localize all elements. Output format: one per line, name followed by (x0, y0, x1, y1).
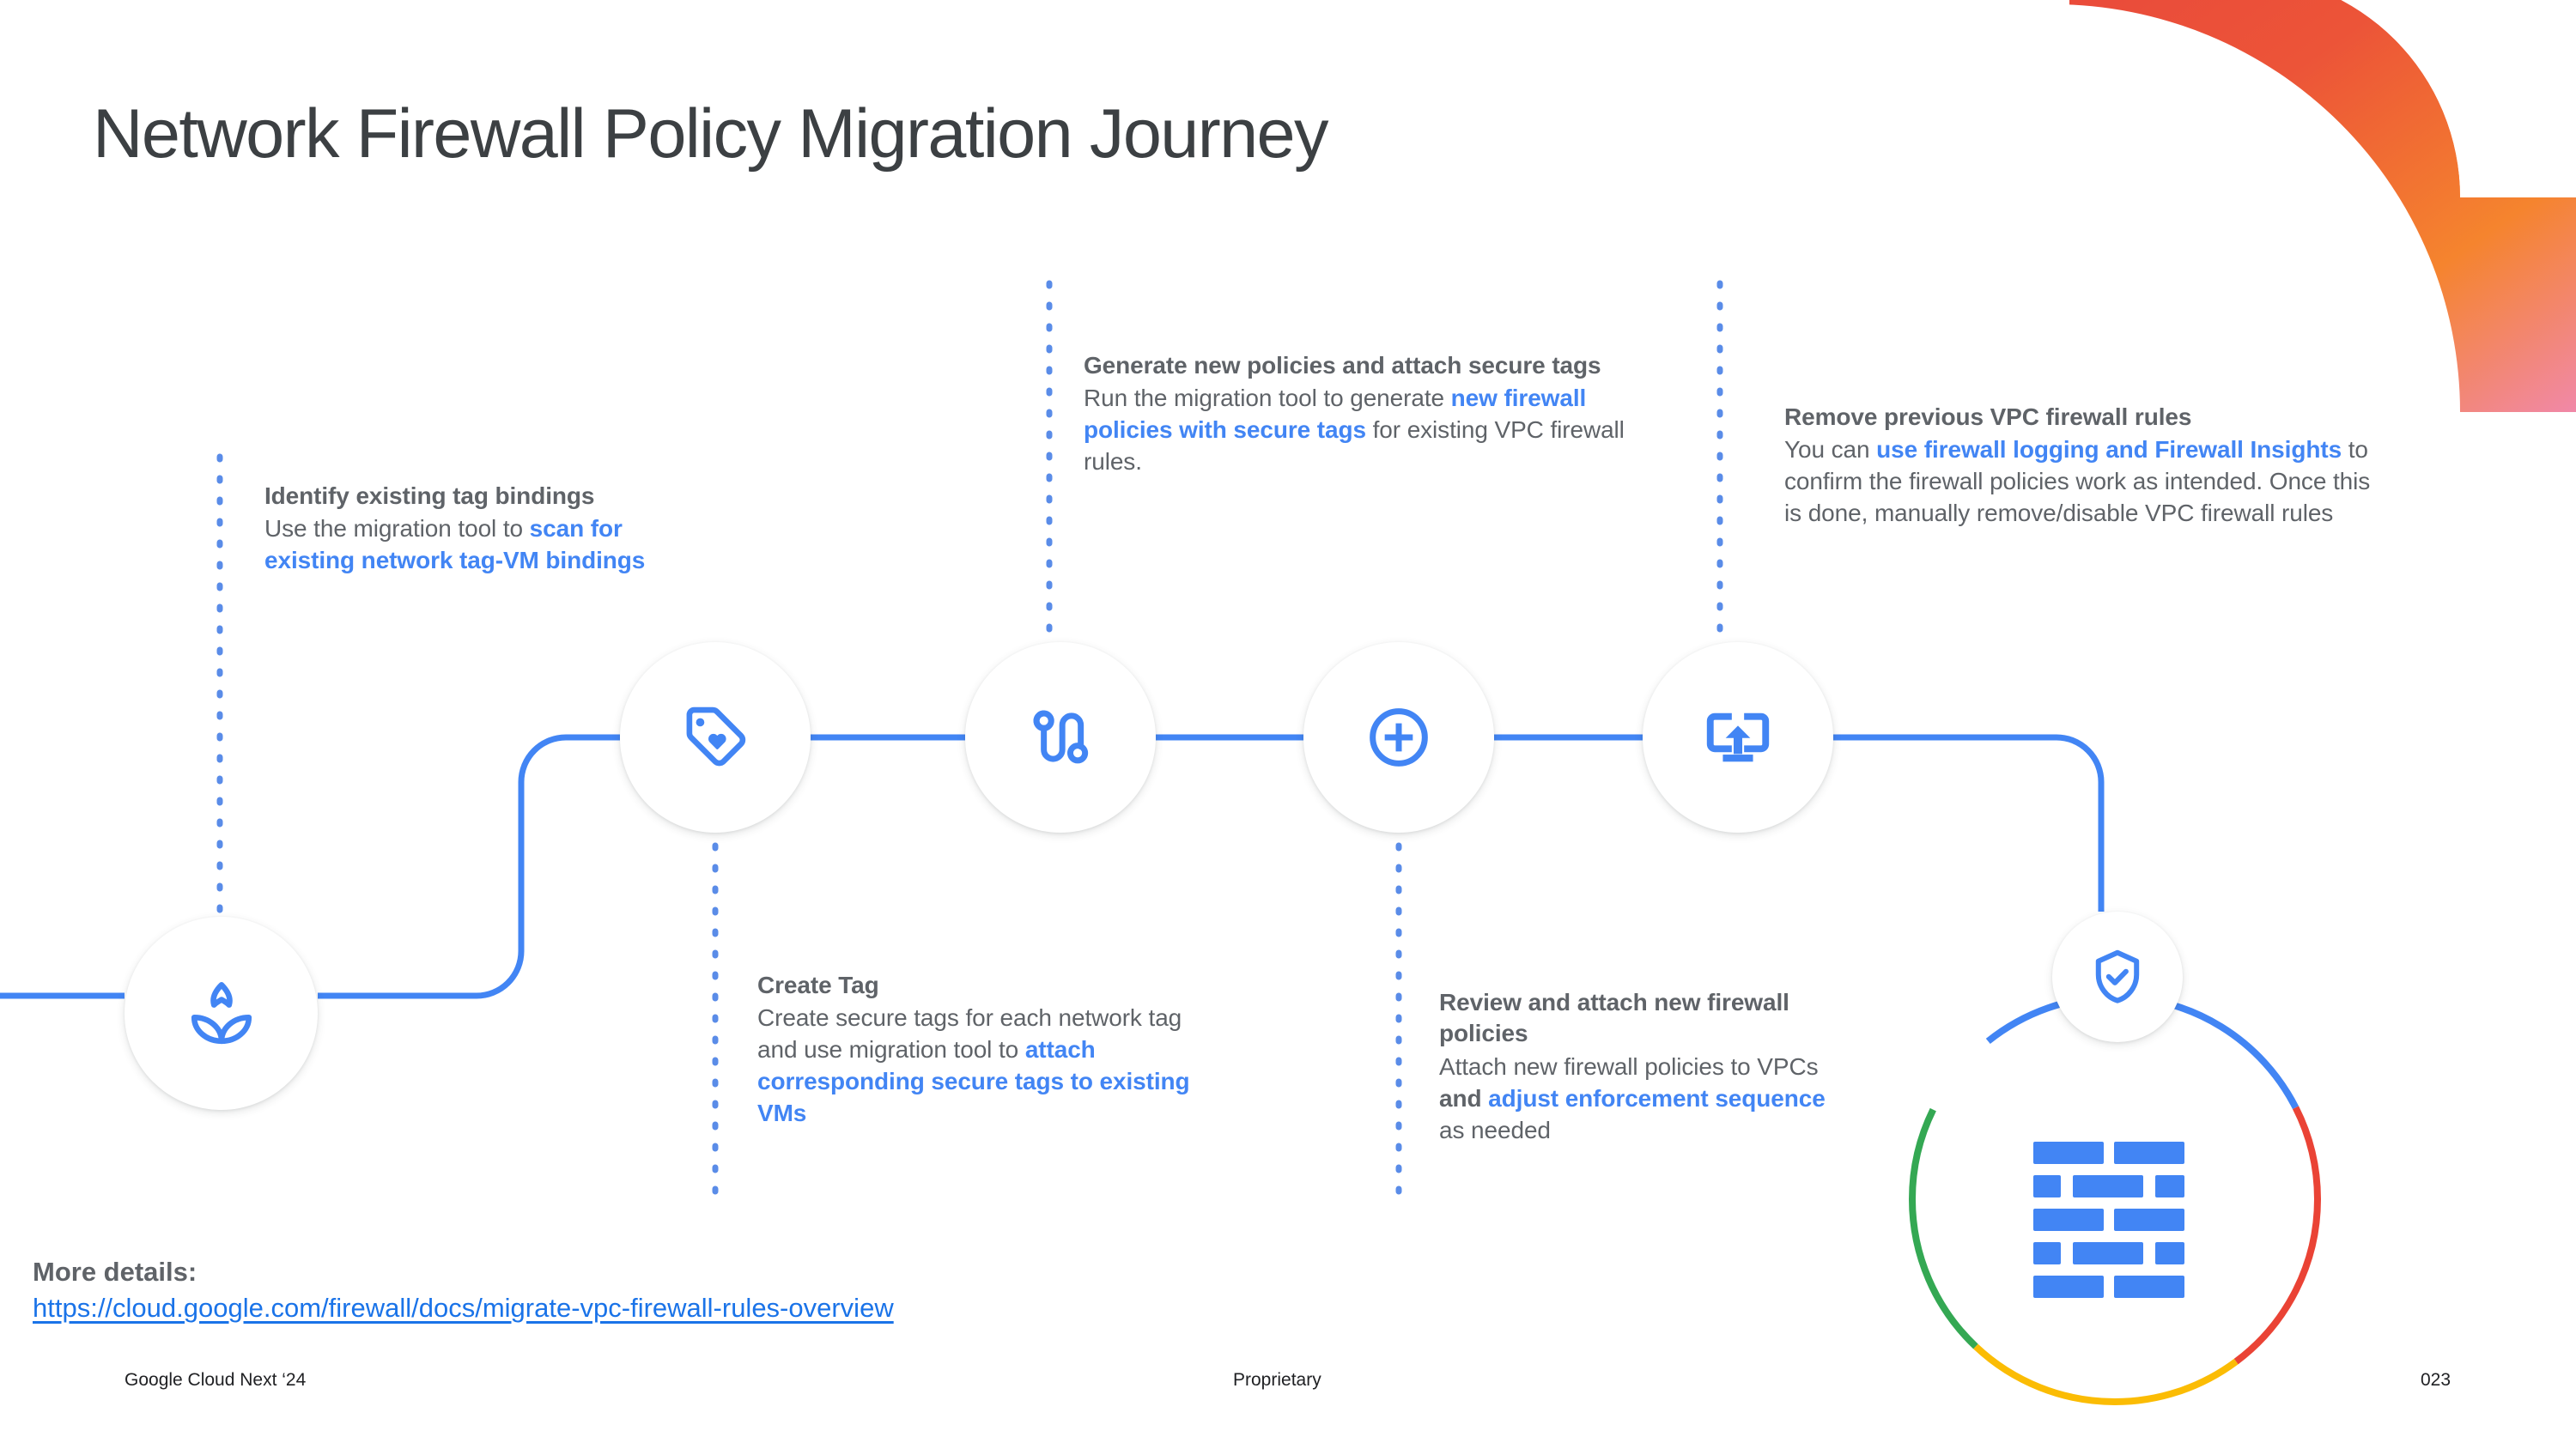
loyalty-tag-icon (678, 700, 752, 774)
more-details-label: More details: (33, 1257, 197, 1287)
step-heading: Identify existing tag bindings (264, 482, 595, 509)
body-plain-lead: Run the migration tool to generate (1084, 385, 1451, 412)
body-highlight: use firewall logging and Firewall Insigh… (1876, 436, 2342, 464)
body-highlight: new firewall policies with secure tags (1084, 385, 1587, 444)
connector-segment-end (1833, 734, 2105, 912)
step-body: Run the migration tool to generate new f… (1084, 383, 1650, 478)
node-identify-tag-bindings[interactable] (620, 642, 811, 833)
node-generate-policies[interactable] (1303, 642, 1494, 833)
body-highlight: adjust enforcement sequence (1488, 1084, 1826, 1112)
body-highlight: scan for existing network tag-VM binding… (264, 515, 646, 574)
present-to-all-icon (1701, 700, 1775, 774)
node-remove-previous-rules[interactable] (2052, 912, 2183, 1042)
step-heading: Remove previous VPC firewall rules (1784, 403, 2192, 430)
decorative-arc-graphic (2069, 0, 2576, 412)
footer-slide-number: 023 (2421, 1370, 2451, 1390)
body-plain-tail: for existing VPC firewall rules. (1084, 416, 1625, 476)
step-heading: Review and attach new firewall policies (1439, 989, 1789, 1047)
body-plain-lead: You can (1784, 436, 1877, 464)
body-highlight: attach corresponding secure tags to exis… (757, 1036, 1190, 1127)
footer-event-label: Google Cloud Next ‘24 (125, 1370, 307, 1390)
node-start[interactable] (125, 917, 318, 1110)
lotus-icon (182, 974, 261, 1053)
body-plain-tail: to confirm the firewall policies work as… (1784, 436, 2371, 527)
text-block-review: Review and attach new firewall policies … (1439, 987, 1834, 1147)
shield-check-icon (2087, 946, 2148, 1008)
end-state-google-ring (1905, 989, 2325, 1410)
page-title: Network Firewall Policy Migration Journe… (93, 95, 1328, 173)
more-details: More details: https://cloud.google.com/f… (33, 1257, 894, 1324)
route-curve-icon (1024, 700, 1097, 774)
node-review-attach[interactable] (1643, 642, 1833, 833)
connector-segment-riser (318, 734, 620, 999)
body-plain-lead: Create secure tags for each network tag … (757, 1004, 1182, 1064)
firewall-brick-icon (2033, 1142, 2184, 1298)
footer-confidentiality: Proprietary (1233, 1370, 1321, 1390)
step-body: You can use firewall logging and Firewal… (1784, 434, 2385, 530)
text-block-generate: Generate new policies and attach secure … (1084, 350, 1650, 478)
body-plain-tail: as needed (1439, 1116, 1551, 1143)
step-heading: Generate new policies and attach secure … (1084, 352, 1601, 379)
body-plain-lead: Use the migration tool to (264, 515, 530, 543)
plus-circle-icon (1364, 703, 1433, 772)
body-bold: and (1439, 1084, 1489, 1112)
node-create-tag[interactable] (965, 642, 1156, 833)
step-body: Create secure tags for each network tag … (757, 1003, 1204, 1130)
step-heading: Create Tag (757, 972, 879, 998)
text-block-create-tag: Create Tag Create secure tags for each n… (757, 970, 1204, 1130)
text-block-identify: Identify existing tag bindings Use the m… (264, 481, 694, 577)
step-body: Attach new firewall policies to VPCs and… (1439, 1052, 1834, 1147)
more-details-link[interactable]: https://cloud.google.com/firewall/docs/m… (33, 1293, 894, 1323)
body-plain-lead: Attach new firewall policies to VPCs (1439, 1052, 1819, 1080)
step-body: Use the migration tool to scan for exist… (264, 513, 694, 577)
text-block-remove: Remove previous VPC firewall rules You c… (1784, 402, 2385, 530)
